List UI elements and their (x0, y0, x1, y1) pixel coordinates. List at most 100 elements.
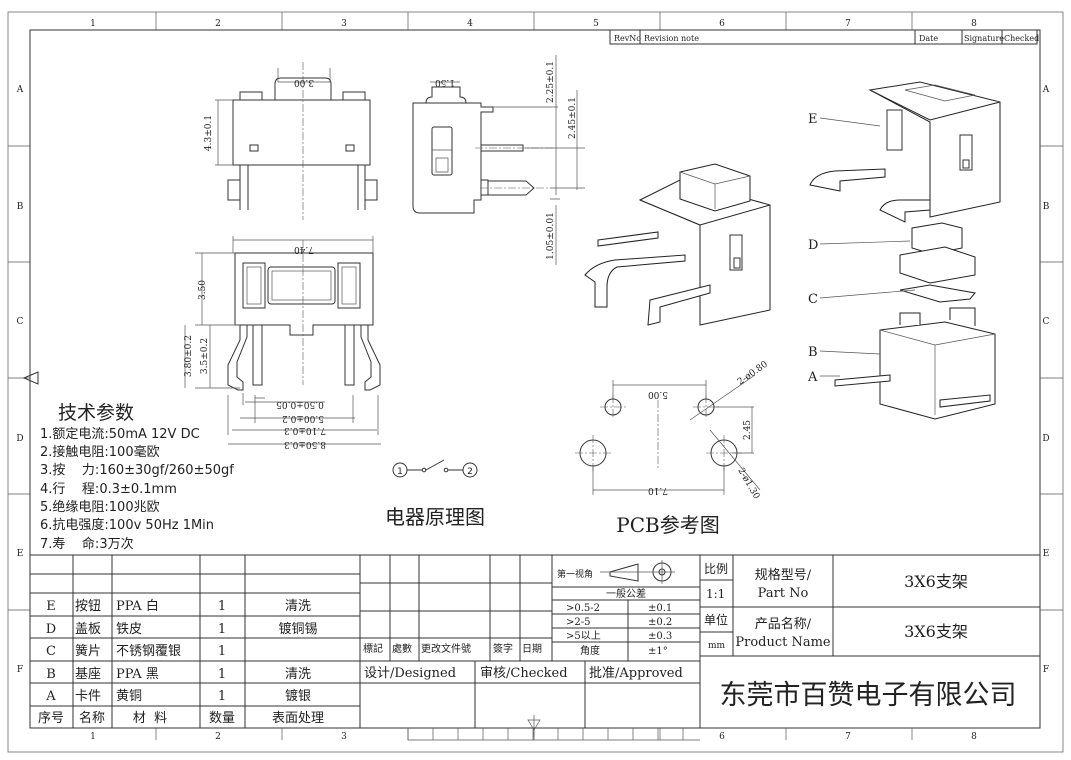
svg-text:第一视角: 第一视角 (557, 568, 593, 580)
svg-text:1.05±0.01: 1.05±0.01 (546, 212, 556, 260)
svg-text:5.00±0.2: 5.00±0.2 (282, 413, 324, 423)
svg-text:角度: 角度 (580, 644, 600, 657)
svg-text:E: E (808, 112, 818, 127)
svg-text:3.50: 3.50 (198, 280, 208, 300)
svg-text:名称: 名称 (79, 710, 105, 726)
svg-text:±1°: ±1° (648, 646, 668, 657)
svg-text:±0.2: ±0.2 (648, 617, 672, 628)
svg-text:4: 4 (467, 19, 473, 29)
svg-text:4.3±0.1: 4.3±0.1 (204, 115, 214, 151)
svg-text:>0.5-2: >0.5-2 (566, 603, 600, 614)
svg-text:1: 1 (218, 622, 226, 637)
svg-text:1.50: 1.50 (435, 77, 455, 87)
svg-text:1: 1 (90, 732, 96, 742)
svg-text:C: C (17, 317, 24, 327)
pcb-layout: 5.00 2-ø0.80 2.45 7.10 2-ø1.30 PCB参考图 (575, 359, 770, 537)
svg-text:3.00: 3.00 (294, 77, 314, 87)
svg-text:3.按 力:160±30gf/260±50gf: 3.按 力:160±30gf/260±50gf (40, 463, 234, 478)
svg-text:D: D (808, 238, 818, 253)
svg-text:1.额定电流:50mA 12V DC: 1.额定电流:50mA 12V DC (40, 427, 200, 442)
svg-text:F: F (1043, 665, 1049, 675)
svg-text:RevNo: RevNo (614, 34, 641, 43)
svg-text:2.45: 2.45 (743, 420, 753, 440)
svg-text:7.寿 命:3万次: 7.寿 命:3万次 (40, 536, 134, 552)
svg-text:0.50±0.05: 0.50±0.05 (276, 399, 324, 409)
svg-text:Product Name: Product Name (735, 635, 831, 650)
first-angle-projection-icon (600, 560, 675, 584)
svg-text:6: 6 (719, 19, 725, 29)
svg-text:B: B (46, 667, 56, 682)
svg-text:D: D (16, 434, 23, 444)
svg-text:簽字: 簽字 (493, 642, 513, 655)
svg-text:±0.3: ±0.3 (648, 631, 672, 642)
svg-text:Part No: Part No (758, 586, 809, 601)
front-view: 7.40 3.50 3.80±0.2 3.5±0.2 0.50±0.05 5.0… (184, 236, 381, 449)
svg-text:盖板: 盖板 (75, 622, 101, 637)
svg-text:7: 7 (845, 732, 851, 742)
svg-text:7.10±0.3: 7.10±0.3 (284, 425, 326, 435)
svg-text:7.40: 7.40 (294, 244, 314, 254)
svg-text:6: 6 (719, 732, 725, 742)
svg-text:E: E (1043, 549, 1050, 559)
svg-text:卡件: 卡件 (75, 689, 101, 704)
svg-text:7: 7 (845, 19, 851, 29)
svg-text:清洗: 清洗 (285, 667, 311, 682)
svg-text:D: D (46, 622, 56, 637)
svg-text:C: C (46, 644, 56, 659)
svg-text:镀银: 镀银 (285, 688, 311, 704)
svg-text:日期: 日期 (522, 643, 542, 655)
svg-text:2: 2 (215, 19, 221, 29)
svg-text:5: 5 (593, 19, 599, 29)
svg-text:處數: 處數 (392, 642, 412, 655)
svg-text:7.10: 7.10 (648, 485, 668, 495)
svg-text:1: 1 (397, 467, 403, 477)
svg-text:2-ø1.30: 2-ø1.30 (735, 467, 761, 502)
svg-text:簧片: 簧片 (75, 643, 101, 659)
svg-text:B: B (1043, 202, 1050, 212)
svg-text:4.行 程:0.3±0.1mm: 4.行 程:0.3±0.1mm (40, 482, 177, 497)
svg-text:材 料: 材 料 (133, 711, 167, 726)
svg-text:不锈钢覆银: 不锈钢覆银 (116, 644, 181, 659)
row-labels-left: AB CD EF (16, 85, 24, 675)
svg-text:铁皮: 铁皮 (116, 622, 142, 637)
svg-text:A: A (16, 85, 24, 95)
svg-text:A: A (1042, 85, 1050, 95)
svg-text:镀铜锡: 镀铜锡 (278, 621, 317, 637)
centering-mark-icon (22, 371, 39, 385)
svg-text:2.接触电阻:100毫欧: 2.接触电阻:100毫欧 (40, 444, 160, 460)
svg-text:6.抗电强度:100v 50Hz 1Min: 6.抗电强度:100v 50Hz 1Min (40, 517, 214, 533)
svg-text:清洗: 清洗 (285, 599, 311, 614)
svg-text:8.50±0.3: 8.50±0.3 (284, 439, 326, 449)
svg-text:黄铜: 黄铜 (116, 689, 142, 704)
svg-text:PCB参考图: PCB参考图 (616, 513, 719, 537)
top-view: 3.00 4.3±0.1 (204, 62, 378, 220)
svg-text:PPA 白: PPA 白 (116, 598, 159, 614)
svg-text:Checked: Checked (1004, 34, 1039, 43)
svg-text:2: 2 (467, 467, 473, 477)
svg-text:更改文件號: 更改文件號 (421, 642, 471, 655)
revision-table: RevNo Revision note Date Signature Check… (609, 29, 1039, 45)
svg-text:±0.1: ±0.1 (648, 603, 672, 614)
svg-text:>2-5: >2-5 (566, 617, 590, 628)
svg-text:8: 8 (971, 732, 977, 742)
svg-text:表面处理: 表面处理 (272, 711, 324, 726)
svg-text:比例: 比例 (704, 562, 728, 576)
svg-text:Signature: Signature (964, 34, 1004, 43)
svg-text:一般公差: 一般公差 (606, 587, 646, 600)
svg-text:E: E (17, 549, 24, 559)
svg-text:PPA 黑: PPA 黑 (116, 667, 159, 682)
row-labels-right: AB CD EF (1042, 85, 1050, 675)
exploded-view: E D C B A (807, 81, 1001, 420)
svg-text:1:1: 1:1 (706, 587, 725, 601)
svg-text:2.45±0.1: 2.45±0.1 (568, 97, 578, 139)
svg-text:1: 1 (218, 667, 226, 682)
svg-text:电器原理图: 电器原理图 (385, 505, 485, 529)
svg-text:Date: Date (919, 34, 938, 43)
svg-text:5.00: 5.00 (648, 389, 668, 399)
assembled-view (584, 163, 771, 326)
svg-text:C: C (808, 292, 818, 307)
